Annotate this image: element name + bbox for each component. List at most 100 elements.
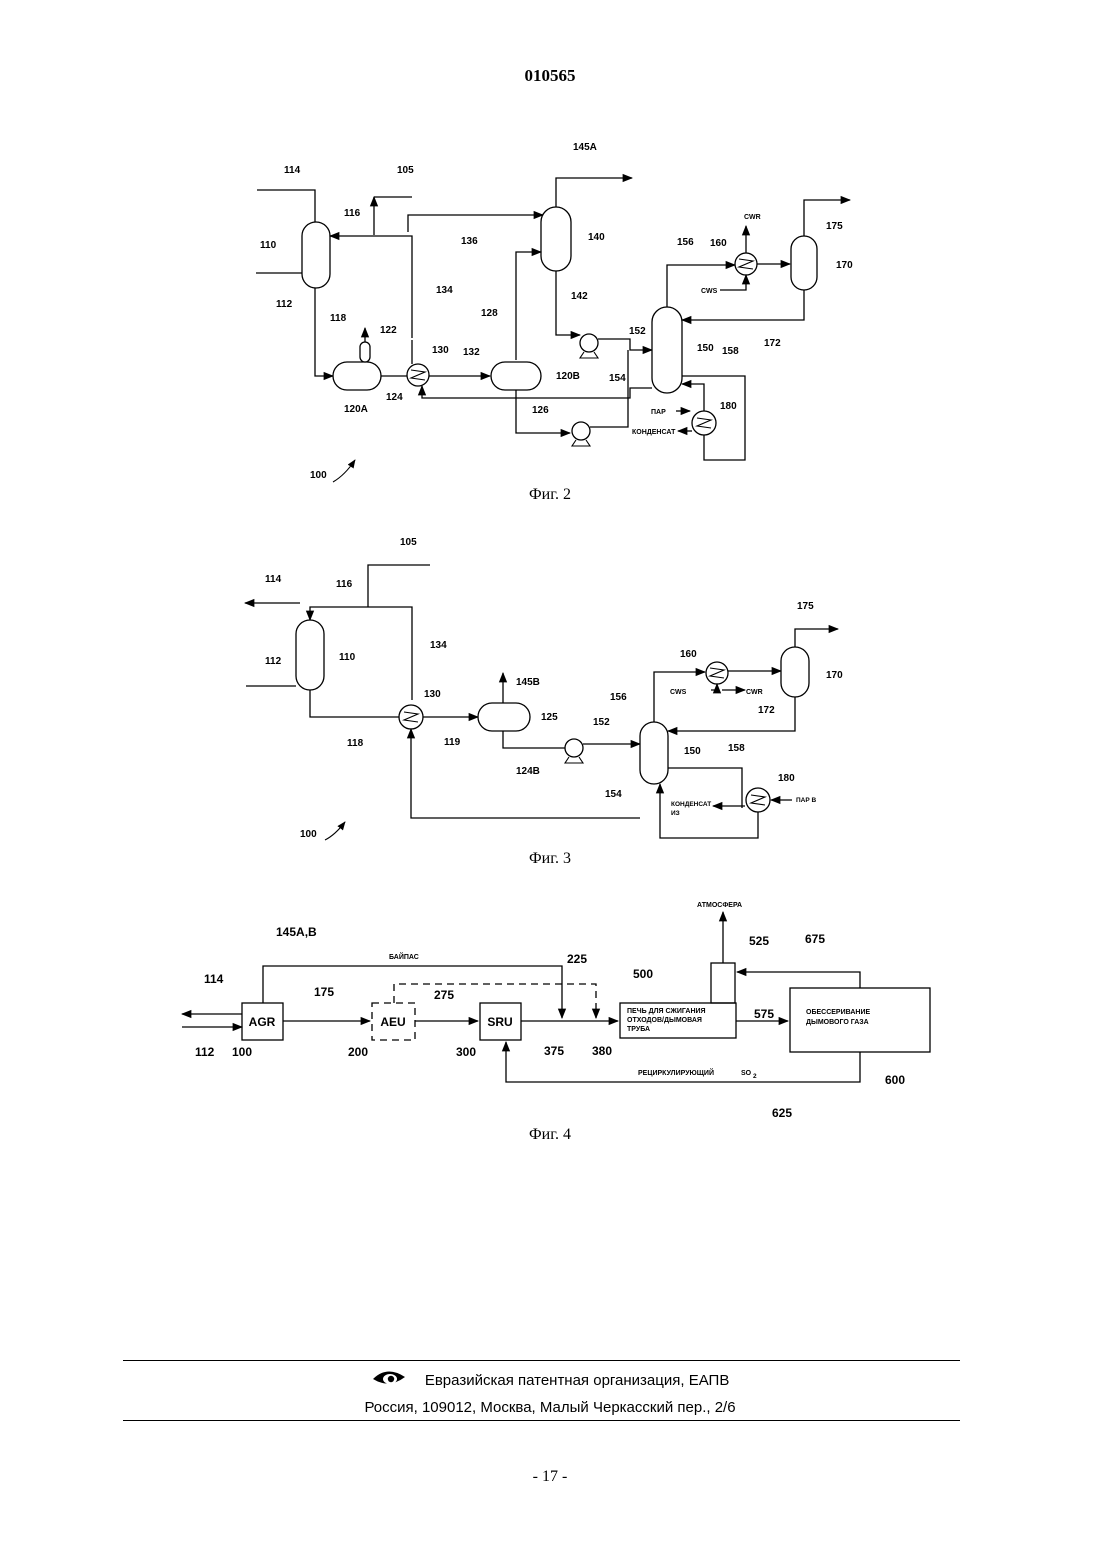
label-124B: 124B	[516, 766, 540, 777]
label-142: 142	[571, 291, 588, 302]
label-170: 170	[826, 670, 843, 681]
label-116: 116	[336, 579, 353, 590]
label-156: 156	[677, 237, 694, 248]
column-110	[302, 222, 330, 288]
label-175: 175	[314, 985, 334, 999]
label-cws: CWS	[670, 689, 687, 696]
label-112: 112	[195, 1045, 215, 1059]
label-126: 126	[532, 405, 549, 416]
label-124: 124	[386, 392, 403, 403]
label-380: 380	[592, 1044, 612, 1058]
label-120A: 120A	[344, 404, 368, 415]
label-100: 100	[300, 829, 317, 840]
label-300: 300	[456, 1045, 476, 1059]
label-156: 156	[610, 692, 627, 703]
eapo-logo-icon	[371, 1369, 407, 1393]
figure-4-caption: Фиг. 4	[529, 1126, 571, 1143]
label-158-visible: 158	[722, 346, 739, 357]
label-100: 100	[232, 1045, 252, 1059]
label-500: 500	[633, 967, 653, 981]
label-cwr: CWR	[744, 214, 761, 221]
label-134: 134	[430, 640, 447, 651]
label-158: 158	[728, 743, 745, 754]
label-cwr: CWR	[746, 689, 763, 696]
footer-org-name: Евразийская патентная организация, ЕАПВ	[425, 1372, 730, 1389]
label-225: 225	[567, 952, 587, 966]
label-175: 175	[797, 601, 814, 612]
stack	[711, 963, 735, 1003]
footer-address: Россия, 109012, Москва, Малый Черкасский…	[0, 1399, 1100, 1416]
label-steam: ПАР	[651, 409, 666, 416]
footer-organization: Евразийская патентная организация, ЕАПВ	[0, 1369, 1100, 1393]
label-112: 112	[265, 656, 282, 667]
column-150	[640, 722, 668, 784]
separator-120B	[491, 362, 541, 390]
label-136: 136	[461, 236, 478, 247]
label-128: 128	[481, 308, 498, 319]
label-150: 150	[697, 343, 714, 354]
label-180: 180	[720, 401, 737, 412]
label-625: 625	[772, 1106, 792, 1120]
label-120B: 120B	[556, 371, 580, 382]
fgd-label-2: ДЫМОВОГО ГАЗА	[806, 1019, 869, 1026]
label-130: 130	[424, 689, 441, 700]
label-172: 172	[758, 705, 775, 716]
label-122: 122	[380, 325, 397, 336]
reflux-drum-170	[781, 647, 809, 697]
incinerator-label-2: ОТХОДОВ/ДЫМОВАЯ	[627, 1017, 702, 1024]
figure-2-diagram: 114 105 116 110 112 118 122 120A 124 130…	[0, 140, 1100, 510]
label-condensate: КОНДЕНСАТ	[632, 429, 676, 436]
label-170: 170	[836, 260, 853, 271]
label-118: 118	[347, 738, 364, 749]
label-so2: SO	[741, 1070, 752, 1077]
label-116: 116	[344, 208, 361, 219]
label-condensate: КОНДЕНСАТ	[671, 801, 711, 808]
label-275: 275	[434, 988, 454, 1002]
label-600: 600	[885, 1073, 905, 1087]
incinerator-label-1: ПЕЧЬ ДЛЯ СЖИГАНИЯ	[627, 1008, 706, 1015]
boot-122	[360, 342, 370, 362]
separator-120A	[333, 362, 381, 390]
label-105: 105	[397, 165, 414, 176]
label-145A: 145A	[573, 142, 597, 153]
column-150	[652, 307, 682, 393]
label-bypass: БАЙПАС	[389, 952, 419, 961]
label-112: 112	[276, 299, 293, 310]
label-110: 110	[339, 652, 356, 663]
label-recycle: РЕЦИРКУЛИРУЮЩИЙ	[638, 1068, 714, 1077]
label-160: 160	[710, 238, 727, 249]
label-114: 114	[204, 972, 224, 986]
figure-3-diagram: 105 114 116 134 112 110 130 118 119 145B…	[0, 530, 1100, 875]
label-154: 154	[605, 789, 622, 800]
label-375: 375	[544, 1044, 564, 1058]
label-125: 125	[541, 712, 558, 723]
label-105: 105	[400, 537, 417, 548]
label-140: 140	[588, 232, 605, 243]
label-132: 132	[463, 347, 480, 358]
label-200: 200	[348, 1045, 368, 1059]
label-172: 172	[764, 338, 781, 349]
figure-2-caption: Фиг. 2	[529, 486, 571, 503]
label-119: 119	[444, 737, 461, 748]
label-145AB: 145A,B	[276, 925, 317, 939]
figure-3-caption: Фиг. 3	[529, 850, 571, 867]
label-150: 150	[684, 746, 701, 757]
label-114: 114	[284, 165, 301, 176]
label-so2-subscript: 2	[753, 1073, 757, 1080]
aeu-label: AEU	[380, 1015, 405, 1029]
label-575: 575	[754, 1007, 774, 1021]
footer-top-rule	[123, 1360, 960, 1361]
fgd-label-1: ОБЕССЕРИВАНИЕ	[806, 1009, 870, 1016]
label-154: 154	[609, 373, 626, 384]
label-condensate-out: ИЗ	[671, 810, 680, 817]
label-110: 110	[260, 240, 277, 251]
label-134: 134	[436, 285, 453, 296]
page-number: - 17 -	[0, 1468, 1100, 1486]
pump-top	[580, 334, 598, 352]
incinerator-label-3: ТРУБА	[627, 1026, 650, 1033]
label-152: 152	[593, 717, 610, 728]
label-152: 152	[629, 326, 646, 337]
figure-4-block-diagram: AGR AEU SRU ПЕЧЬ ДЛЯ СЖИГАНИЯ ОТХОДОВ/ДЫ…	[0, 890, 1100, 1150]
label-160: 160	[680, 649, 697, 660]
pump	[565, 739, 583, 757]
